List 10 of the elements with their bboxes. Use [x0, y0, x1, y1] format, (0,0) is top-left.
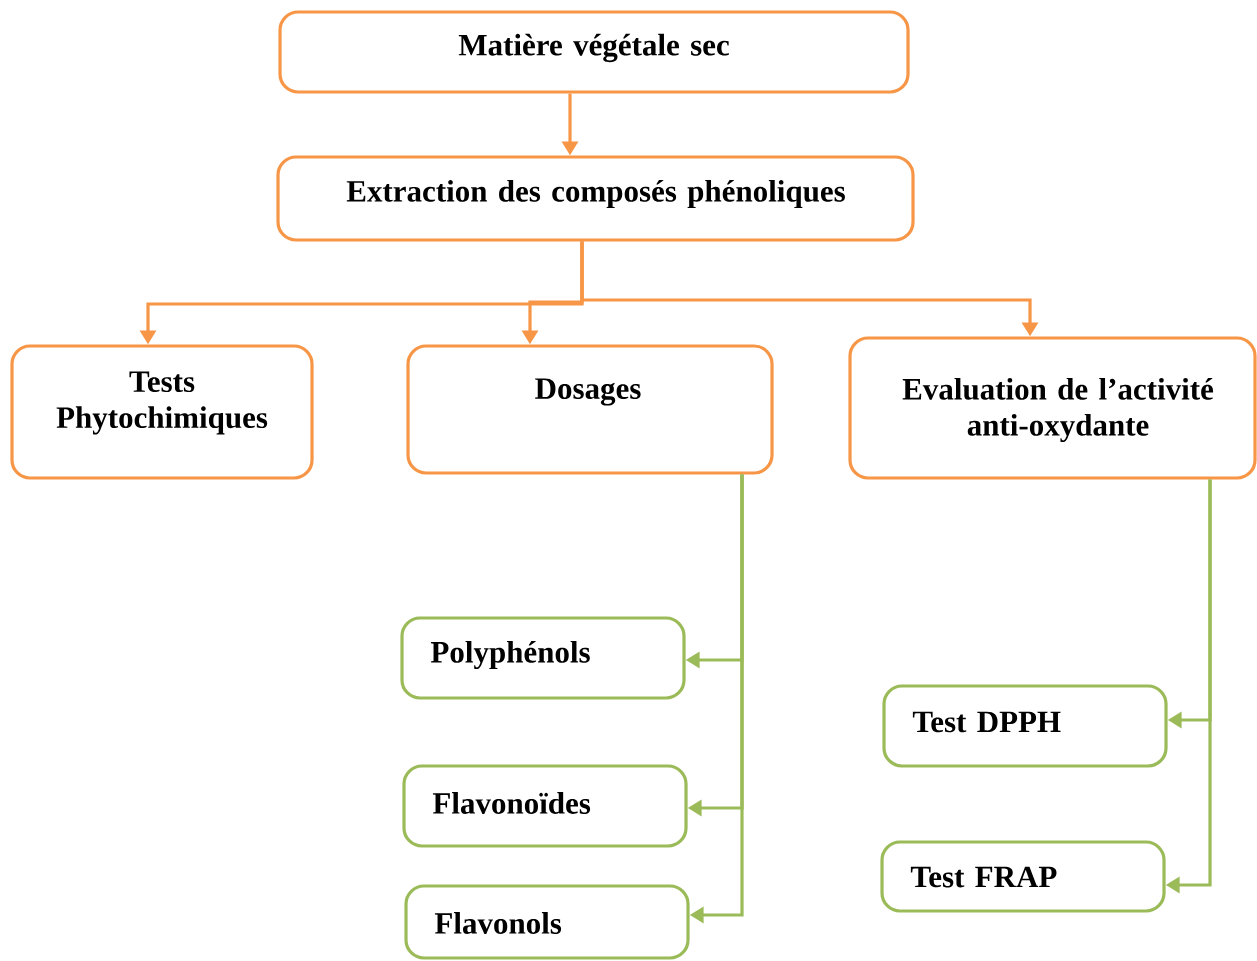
process-box: Extraction des composés phénoliques: [276, 155, 915, 242]
process-box: Test FRAP: [880, 840, 1166, 913]
process-box: Matière végétale sec: [278, 10, 910, 94]
process-box: Tests Phytochimiques: [10, 344, 314, 480]
process-box: Dosages: [406, 344, 774, 475]
process-box: Flavonoïdes: [402, 764, 688, 848]
process-box: Polyphénols: [400, 616, 686, 700]
process-box: Flavonols: [404, 884, 690, 960]
process-box: Evaluation de l’activité anti-oxydante: [848, 336, 1257, 480]
process-box: Test DPPH: [882, 684, 1168, 768]
